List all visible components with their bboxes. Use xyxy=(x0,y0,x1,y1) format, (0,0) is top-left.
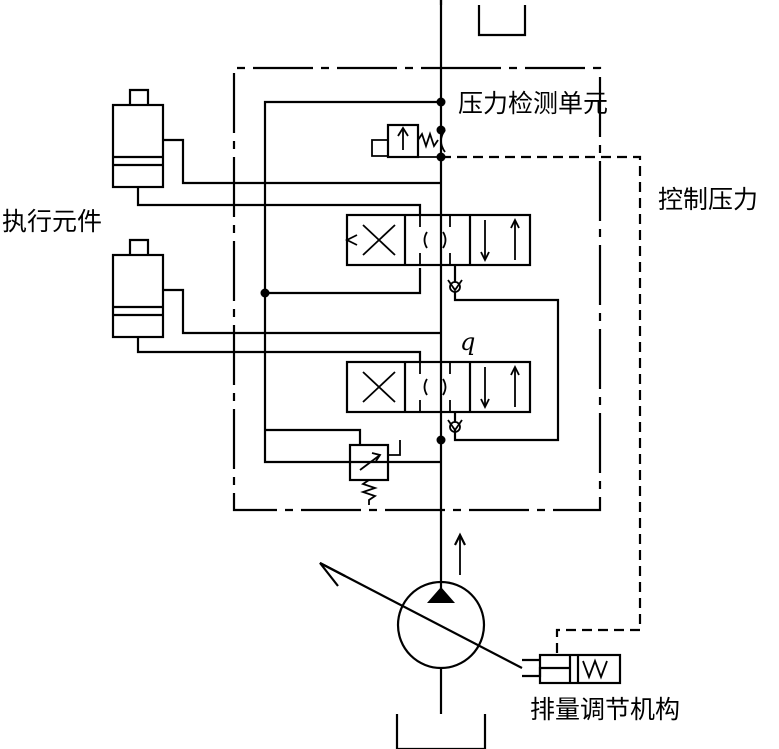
label-control-pressure: 控制压力 xyxy=(658,185,758,214)
junction-dots xyxy=(260,97,446,445)
check-valve-1 xyxy=(447,265,560,442)
check-valve-2 xyxy=(447,412,463,433)
pressure-detect-unit xyxy=(371,123,446,159)
displacement-adjust-cylinder xyxy=(522,653,622,685)
return-line-loop xyxy=(263,100,441,464)
label-flow-q: q xyxy=(460,328,475,356)
label-displacement-adjust: 排量调节机构 xyxy=(530,695,680,724)
control-pressure-line xyxy=(441,155,642,655)
variable-pump xyxy=(319,562,523,714)
top-tank-symbol xyxy=(439,0,527,37)
directional-valve-1 xyxy=(344,213,532,267)
flow-arrow-icon xyxy=(454,532,466,575)
relief-valve xyxy=(348,440,401,505)
bottom-tank-symbol xyxy=(395,714,487,749)
directional-valve-2 xyxy=(345,360,532,414)
outer-boundary xyxy=(232,66,602,512)
label-actuator: 执行元件 xyxy=(2,207,102,236)
actuator-cylinder-2 xyxy=(111,238,441,362)
actuator-cylinder-1 xyxy=(111,88,441,215)
label-pressure-detect: 压力检测单元 xyxy=(458,89,608,118)
